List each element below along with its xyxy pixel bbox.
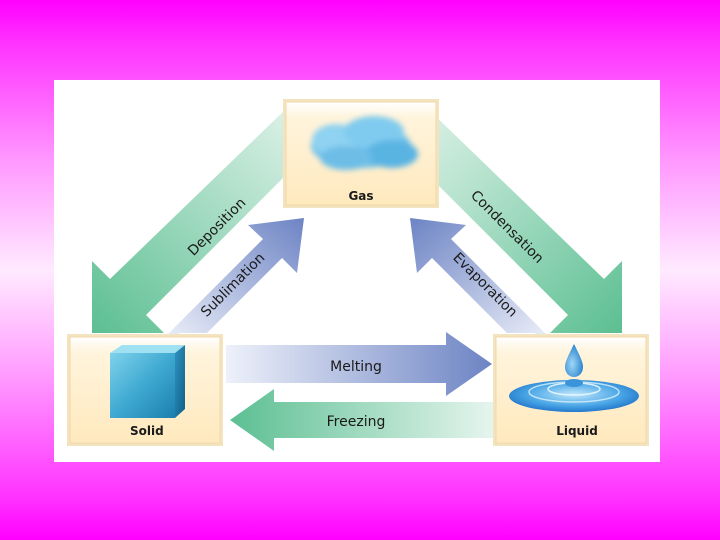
freezing-arrow: Freezing [230, 389, 494, 451]
gas-card: Gas [283, 99, 439, 208]
solid-label: Solid [130, 424, 164, 438]
diagram-panel: Deposition Condensation Sublimation Evap… [54, 80, 660, 462]
liquid-card: Liquid [493, 334, 649, 446]
gas-label: Gas [348, 189, 373, 203]
melting-label: Melting [330, 359, 382, 375]
melting-arrow: Melting [226, 332, 492, 396]
cloud-icon [311, 116, 418, 170]
liquid-label: Liquid [556, 424, 598, 438]
water-drop-icon [509, 344, 639, 412]
freezing-label: Freezing [327, 414, 386, 430]
solid-card: Solid [67, 334, 223, 446]
phase-change-diagram: Deposition Condensation Sublimation Evap… [67, 99, 649, 451]
sublimation-label: Sublimation [198, 250, 268, 320]
ice-cube-icon [110, 345, 185, 418]
